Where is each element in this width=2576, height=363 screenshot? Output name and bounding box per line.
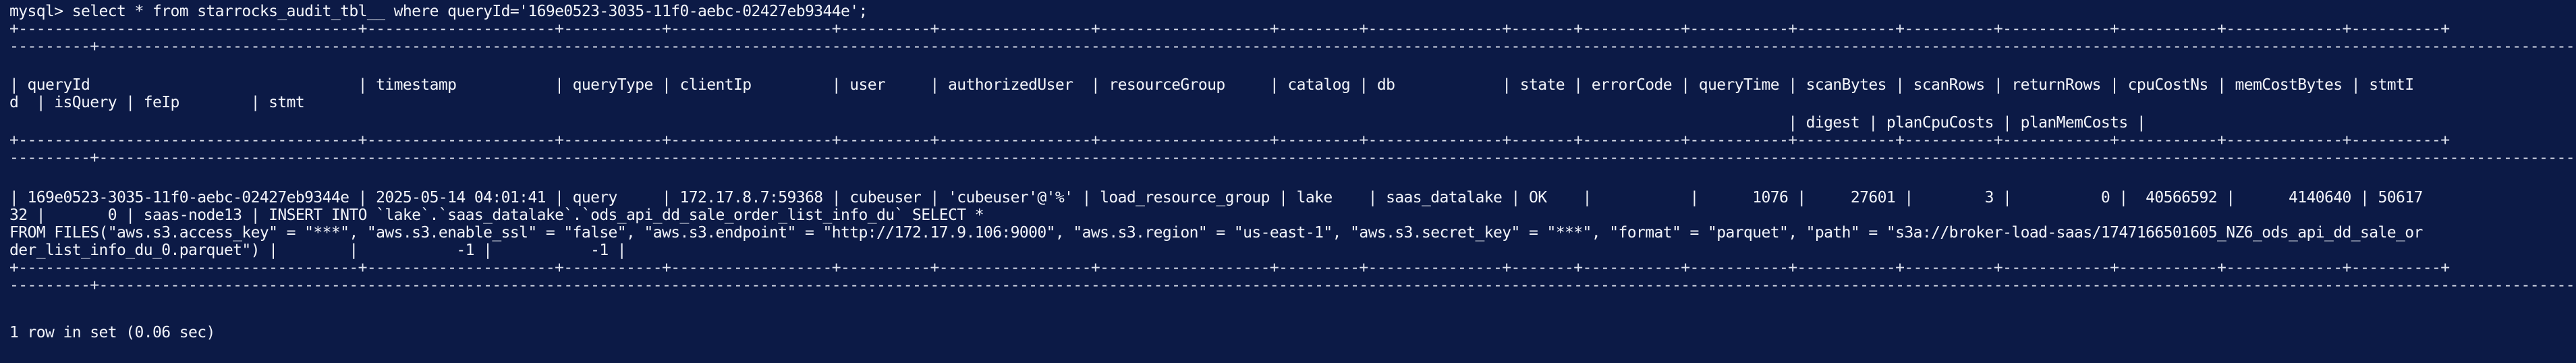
table-border-header-wrap: ---------+------------------------------… — [9, 149, 2576, 167]
table-border-header: +--------------------------------------+… — [9, 132, 2450, 149]
table-border-top: +--------------------------------------+… — [9, 20, 2450, 38]
command-line: mysql> select * from starrocks_audit_tbl… — [9, 3, 868, 20]
result-summary: 1 row in set (0.06 sec) — [9, 324, 215, 341]
table-row-wrap-3: der_list_info_du_0.parquet") | | -1 | -1… — [9, 242, 627, 259]
table-header-row-tail: | digest | planCpuCosts | planMemCosts | — [9, 114, 2146, 132]
table-row-wrap-2: FROM FILES("aws.s3.access_key" = "***", … — [9, 224, 2423, 242]
table-border-bottom: +--------------------------------------+… — [9, 259, 2450, 277]
table-header-row: | queryId | timestamp | queryType | clie… — [9, 76, 2414, 94]
table-border-bottom-wrap: ---------+------------------------------… — [9, 277, 2576, 294]
table-border-top-wrap: ---------+------------------------------… — [9, 38, 2576, 55]
table-row: | 169e0523-3035-11f0-aebc-02427eb9344e |… — [9, 189, 2423, 206]
table-header-row-wrap: d | isQuery | feIp | stmt — [9, 94, 305, 111]
table-row-wrap-1: 32 | 0 | saas-node13 | INSERT INTO `lake… — [9, 206, 984, 224]
